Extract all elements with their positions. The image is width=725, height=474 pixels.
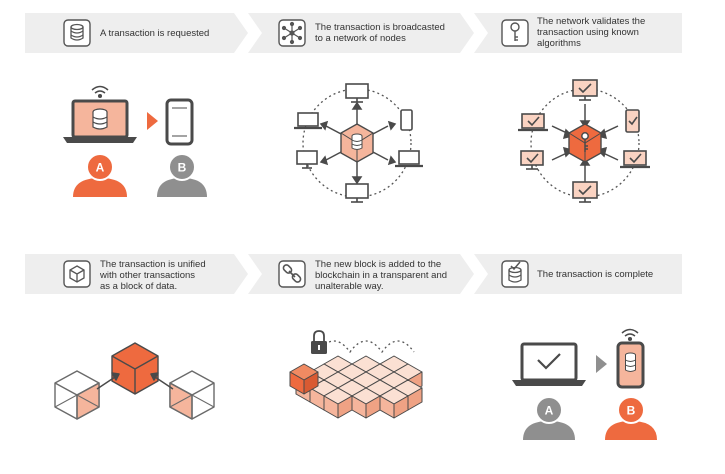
right-cube — [169, 370, 215, 420]
step-2-text: The transaction is broadcasted to a netw… — [315, 22, 448, 44]
step-5-line: unalterable way. — [315, 281, 383, 292]
step-6-text: The transaction is complete — [537, 269, 653, 280]
step-2-line: The transaction is broadcasted — [315, 22, 445, 33]
check-database-icon — [508, 261, 522, 283]
send-arrow-icon — [596, 355, 607, 373]
wifi-icon — [621, 328, 639, 342]
user-a-avatar: A — [523, 396, 575, 440]
node-monitor-left-bottom — [296, 150, 318, 169]
user-b-label: B — [627, 404, 636, 418]
step-6-icon-box — [501, 260, 529, 288]
step-6-line: The transaction is complete — [537, 269, 653, 280]
validation-ring — [530, 88, 640, 198]
step-1-text: A transaction is requested — [100, 28, 209, 39]
network-ring — [302, 88, 412, 198]
step-3-line: algorithms — [537, 38, 581, 49]
node-laptop-left-top — [294, 112, 322, 130]
step-3-line: transaction using known — [537, 27, 639, 38]
center-block-icon — [340, 123, 374, 163]
panel-blockchain — [289, 330, 423, 419]
validated-node-top — [572, 79, 598, 101]
database-icon — [70, 23, 84, 41]
user-b-avatar: B — [157, 153, 207, 197]
cube-icon — [69, 265, 85, 283]
panel-validation — [518, 79, 650, 203]
validated-node-bottom — [572, 181, 598, 203]
panel-transaction-request: A B — [63, 85, 207, 197]
phone-icon — [165, 98, 194, 146]
node-laptop-right-bottom — [395, 150, 423, 168]
merge-arrows — [96, 372, 174, 390]
broadcast-arrows — [319, 101, 397, 185]
step-2-line: to a network of nodes — [315, 33, 406, 44]
blockchain-blocks — [289, 355, 423, 419]
wifi-icon — [91, 85, 109, 99]
step-1-line: A transaction is requested — [100, 28, 209, 39]
send-arrow-icon — [147, 112, 158, 130]
validated-node-right-top — [625, 109, 640, 133]
node-phone-right-top — [400, 109, 413, 131]
chain-links — [317, 340, 415, 354]
validated-block-icon — [568, 123, 602, 163]
left-cube — [54, 370, 100, 420]
lock-icon — [311, 330, 327, 354]
user-a-label: A — [96, 161, 105, 175]
chain-block — [379, 387, 409, 419]
laptop-check-icon — [512, 342, 586, 386]
step-5-line: The new block is added to the — [315, 259, 441, 270]
new-block — [289, 363, 319, 395]
panel-block-formation — [54, 342, 215, 420]
step-4-text: The transaction is unified with other tr… — [99, 259, 208, 292]
step-4-line: with other transactions — [99, 270, 195, 281]
banner-row-2: The transaction is unified with other tr… — [25, 254, 682, 294]
step-3-line: The network validates the — [537, 16, 645, 27]
user-b-avatar: B — [605, 396, 657, 440]
step-5-text: The new block is added to the blockchain… — [315, 259, 450, 292]
chain-block — [323, 387, 353, 419]
key-icon — [510, 22, 520, 41]
step-5-line: blockchain in a transparent and — [315, 270, 447, 281]
center-cube — [111, 342, 159, 395]
validated-node-left-top — [518, 113, 548, 132]
step-3-text: The network validates the transaction us… — [537, 16, 648, 49]
panel-complete: A B — [512, 328, 657, 440]
chain-block — [351, 387, 381, 419]
laptop-icon — [63, 99, 137, 143]
node-monitor-bottom — [345, 183, 369, 203]
banner-row-1: A transaction is requested The transacti… — [25, 13, 682, 53]
user-b-label: B — [178, 161, 187, 175]
validated-node-right-bottom — [620, 150, 650, 169]
network-icon — [281, 21, 303, 45]
chain-link-icon — [282, 264, 302, 283]
user-a-label: A — [545, 404, 554, 418]
node-monitor-top — [345, 83, 369, 103]
step-4-line: The transaction is unified — [100, 259, 206, 270]
validated-node-left-bottom — [520, 150, 544, 170]
phone-received-icon — [616, 341, 645, 389]
step-4-line: as a block of data. — [100, 281, 177, 292]
user-a-avatar: A — [73, 153, 127, 197]
panel-broadcast — [294, 83, 423, 203]
